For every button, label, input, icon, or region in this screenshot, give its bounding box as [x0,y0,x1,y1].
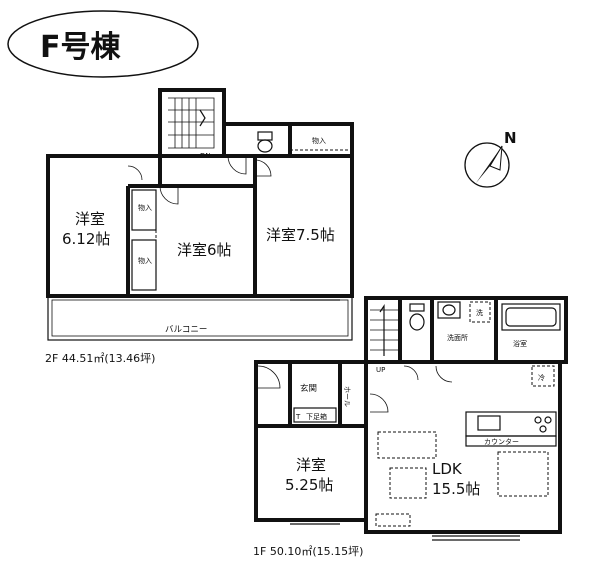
counter-label: カウンター [484,437,519,446]
second-floor-area: 2F 44.51㎡(13.46坪) [45,352,155,365]
room-ldk-size: 15.5帖 [432,480,480,498]
entrance-label: 玄関 [300,383,317,394]
washer-label: 洗 [476,308,483,317]
shoe-box-label: 下足箱 [306,412,327,421]
title-badge: F号棟 [7,10,199,78]
stair-up-label: UP [376,366,385,374]
stair-down-label: DN [200,152,211,160]
building-title: F号棟 [40,30,121,65]
room-ldk-name: LDK [432,460,463,478]
toilet-icon [257,131,273,153]
room-western-1f-name: 洋室 [296,456,326,474]
second-floor-plan: DN 物入 物入 物入 洋室 [46,88,354,341]
compass-north-label: N [504,129,517,147]
first-floor-plan: UP 洗 洗面所 浴室 冷 [254,296,568,541]
washer-icon: 洗 [469,301,491,323]
room-western-c: 洋室7.5帖 [266,226,335,244]
bathtub-icon [501,303,561,331]
storage-label-b: 物入 [138,256,152,265]
washroom-label: 洗面所 [447,333,468,342]
room-western-b: 洋室6帖 [177,241,232,259]
sink-icon [477,415,501,431]
hall-label: ホール [343,386,351,407]
room-western-a-size: 6.12帖 [62,230,110,248]
storage-label-a: 物入 [138,203,152,212]
first-floor-area: 1F 50.10㎡(15.15坪) [253,545,363,558]
balcony-label: バルコニー [165,325,207,335]
shoe-box-mark: T [295,413,301,421]
sink-icon [437,301,461,319]
fridge-label: 冷 [538,373,545,382]
storage-label-top: 物入 [312,136,326,145]
bathroom-label: 浴室 [513,339,527,348]
staircase-icon [158,88,226,158]
toilet-icon [409,303,425,331]
room-western-a-name: 洋室 [75,210,105,228]
stove-icon [534,416,552,433]
compass-icon: N [464,129,517,188]
staircase-icon [370,304,398,356]
room-western-1f-size: 5.25帖 [285,476,333,494]
